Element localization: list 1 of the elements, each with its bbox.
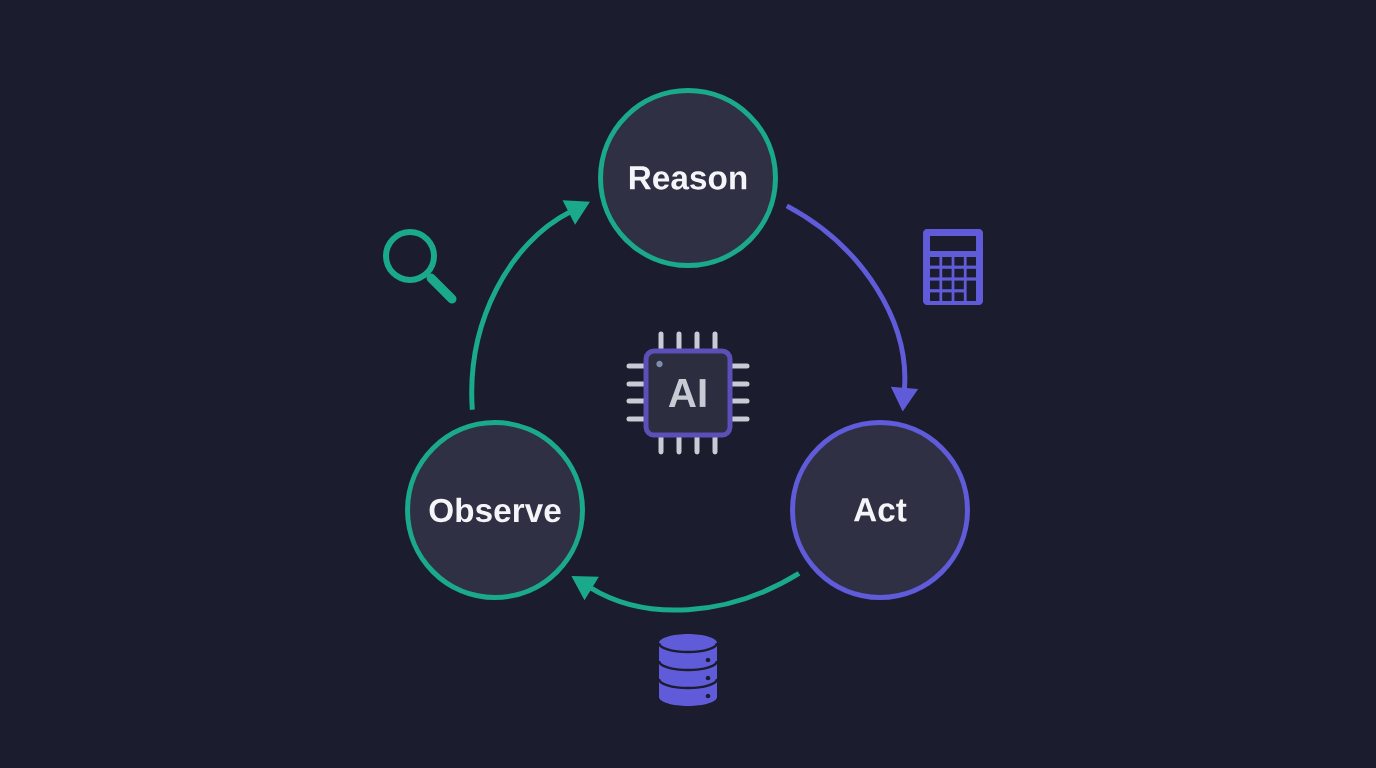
- processor-chip: AI: [626, 331, 750, 455]
